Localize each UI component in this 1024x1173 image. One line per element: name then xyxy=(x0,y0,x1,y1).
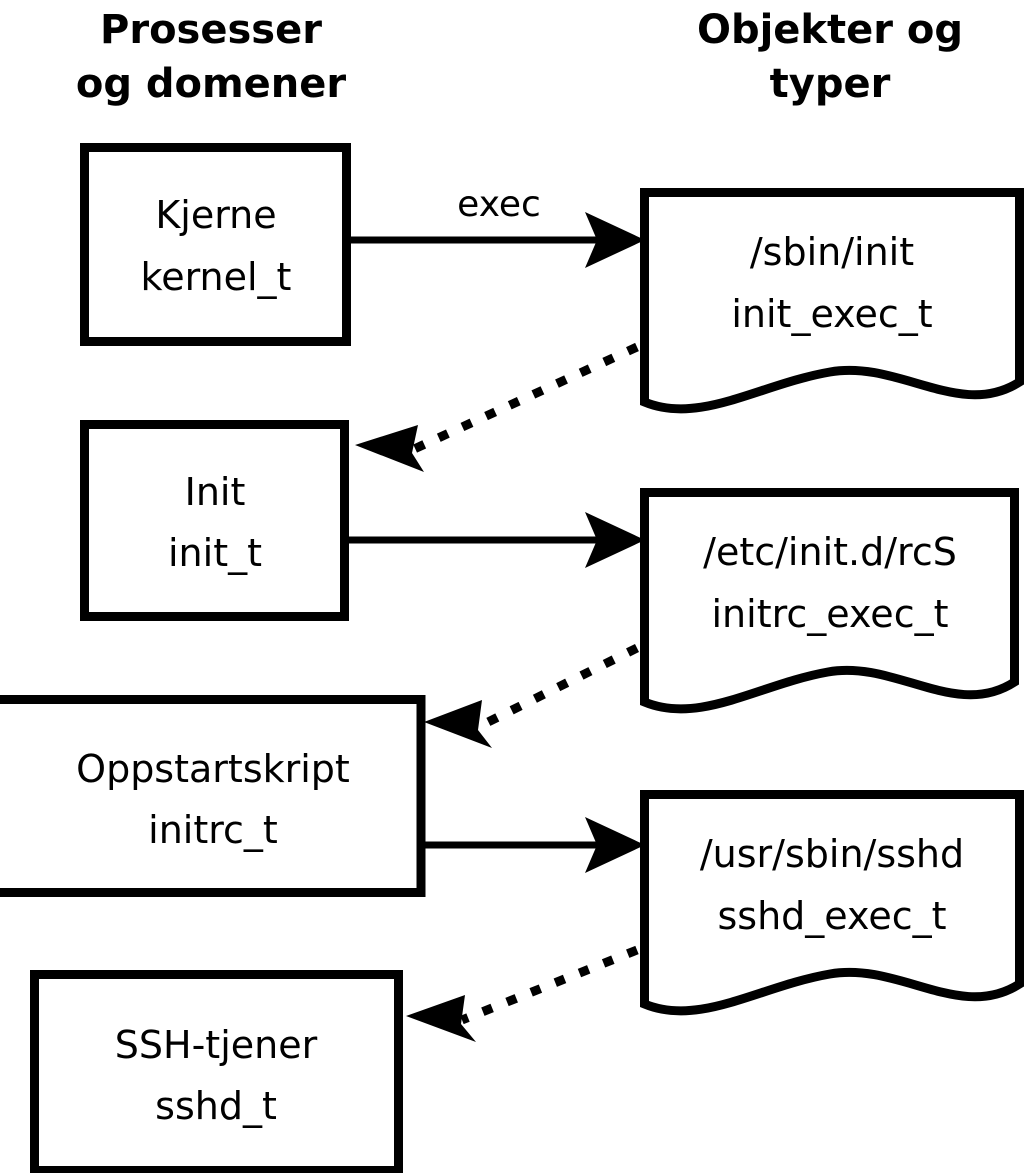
column-header-left-line1: Prosesser xyxy=(100,7,322,53)
edge-line xyxy=(460,945,639,1025)
column-header-right-line2: typer xyxy=(770,61,891,107)
process-node-sshd[interactable]: SSH-tjener sshd_t xyxy=(30,970,403,1173)
arrowhead-icon xyxy=(585,512,645,568)
node-label-line1: /etc/init.d/rcS xyxy=(703,530,957,574)
edge-label-exec: exec xyxy=(457,184,541,225)
process-node-kernel[interactable]: Kjerne kernel_t xyxy=(80,143,351,346)
node-label-line1: Init xyxy=(185,470,246,514)
edge-initrc-exec-to-initrc xyxy=(424,643,640,748)
node-label-line1: SSH-tjener xyxy=(115,1023,318,1067)
node-label-line2: init_exec_t xyxy=(731,292,932,336)
node-label-line2: initrc_t xyxy=(148,808,278,852)
edge-init-exec-to-init xyxy=(355,342,639,472)
object-node-sshd-exec[interactable]: /usr/sbin/sshd sshd_exec_t xyxy=(640,790,1024,1016)
node-label-line2: kernel_t xyxy=(141,255,292,299)
node-shape[interactable] xyxy=(30,970,403,1173)
node-label-line2: sshd_exec_t xyxy=(717,894,946,938)
arrowhead-icon xyxy=(424,700,492,748)
node-label-line1: /usr/sbin/sshd xyxy=(700,832,964,876)
node-shape[interactable] xyxy=(80,143,351,346)
node-label-line2: init_t xyxy=(168,531,262,575)
column-header-left-line2: og domener xyxy=(76,61,347,107)
column-header-right-line1: Objekter og xyxy=(697,7,963,53)
object-node-init-exec[interactable]: /sbin/init init_exec_t xyxy=(640,188,1024,414)
edge-kernel-to-init-exec: exec xyxy=(350,184,645,268)
node-label-line2: sshd_t xyxy=(155,1084,277,1128)
process-node-initrc[interactable]: Oppstartskript initrc_t xyxy=(0,695,426,897)
edge-sshd-exec-to-sshd xyxy=(406,945,639,1042)
node-shape[interactable] xyxy=(0,695,426,897)
column-header-right: Objekter og typer xyxy=(697,7,963,107)
node-label-line1: Kjerne xyxy=(155,193,276,237)
object-node-initrc-exec[interactable]: /etc/init.d/rcS initrc_exec_t xyxy=(640,488,1019,714)
process-node-init[interactable]: Init init_t xyxy=(80,420,349,621)
arrowhead-icon xyxy=(585,212,645,268)
node-shape[interactable] xyxy=(640,488,1019,714)
arrowhead-icon xyxy=(406,995,476,1042)
edge-initrc-to-sshd-exec xyxy=(425,817,645,873)
node-shape[interactable] xyxy=(640,188,1024,414)
column-header-left: Prosesser og domener xyxy=(76,7,347,107)
node-label-line1: Oppstartskript xyxy=(76,747,350,791)
node-shape[interactable] xyxy=(640,790,1024,1016)
arrowhead-icon xyxy=(585,817,645,873)
edge-line xyxy=(410,342,639,455)
node-label-line2: initrc_exec_t xyxy=(712,592,949,636)
edge-line xyxy=(475,643,640,732)
node-shape[interactable] xyxy=(80,420,349,621)
arrowhead-icon xyxy=(355,425,424,472)
node-label-line1: /sbin/init xyxy=(750,230,914,274)
edge-init-to-initrc-exec xyxy=(348,512,645,568)
